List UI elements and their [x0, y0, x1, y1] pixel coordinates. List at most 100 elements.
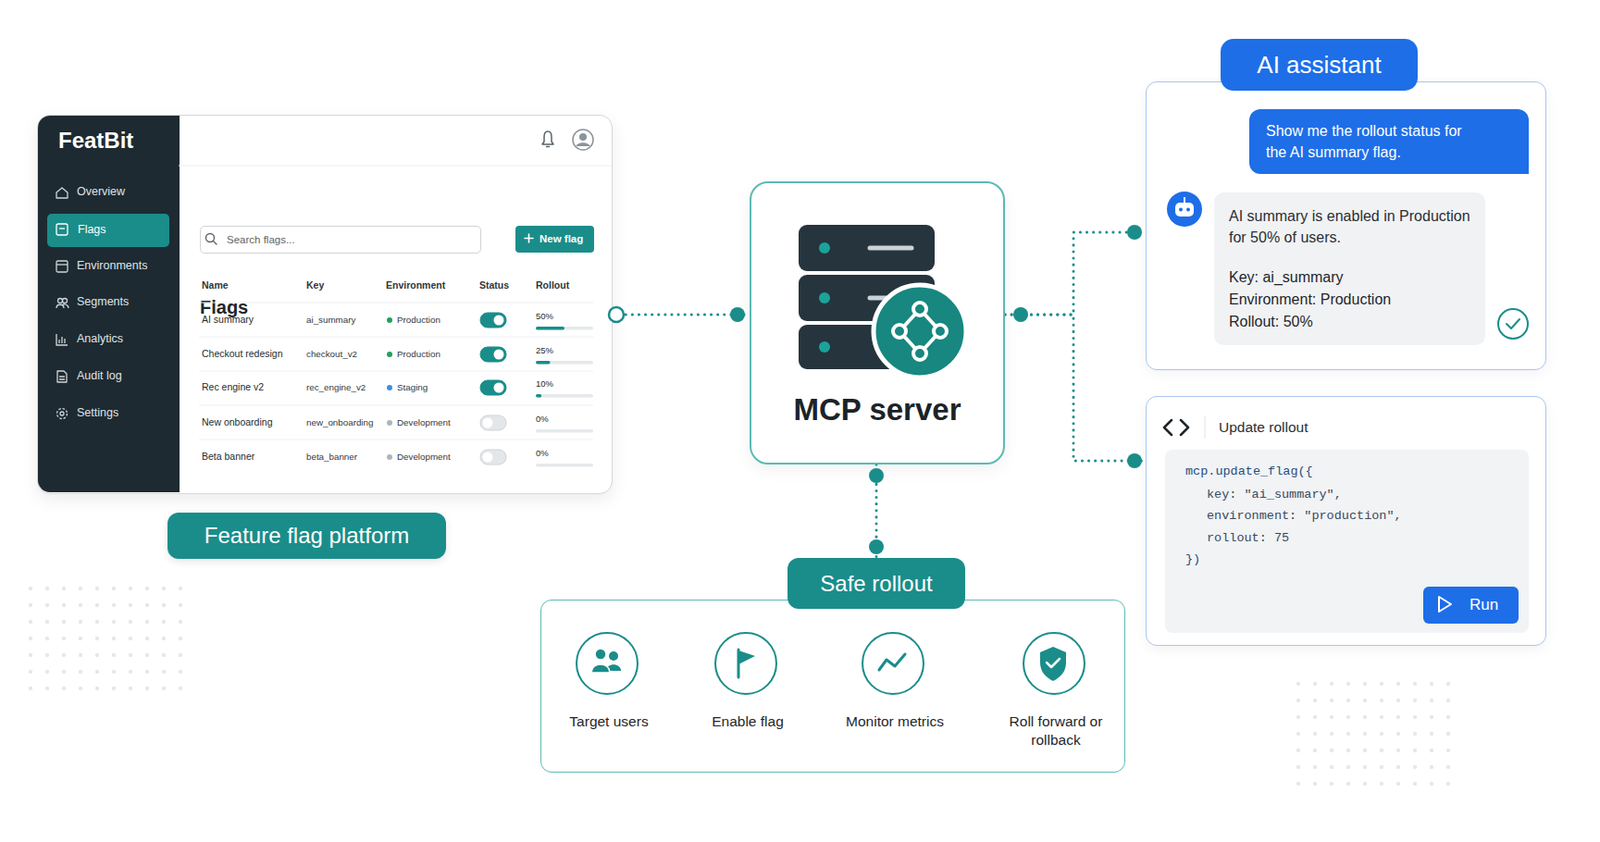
grid-dot	[62, 686, 66, 691]
grid-dot	[1363, 698, 1367, 703]
grid-dot	[128, 653, 133, 658]
step-circle: Roll forward or rollback	[1022, 632, 1086, 695]
grid-dot	[1396, 731, 1401, 736]
assistant-panel: AI assistantShow me the rollout status f…	[1145, 81, 1547, 371]
grid-dot	[145, 586, 149, 591]
grid-dot	[45, 620, 50, 624]
node-text: Show me the rollout status for the AI su…	[1265, 120, 1465, 163]
nav-icon	[56, 260, 68, 273]
grid-dot	[1296, 748, 1301, 753]
node-text: Run	[1469, 595, 1499, 615]
table-label: Key	[306, 279, 324, 292]
grid-dot	[1396, 765, 1401, 769]
grid-dot	[1396, 682, 1401, 686]
grid-dot	[178, 686, 183, 691]
shield-icon	[1040, 646, 1067, 682]
table-label: Analytics	[76, 332, 124, 348]
grid-dot	[161, 686, 166, 691]
grid-dot	[1363, 682, 1367, 686]
table-label: 10%	[535, 378, 554, 390]
grid-dot	[45, 669, 50, 674]
grid-dot	[1346, 748, 1351, 753]
grid-dot	[62, 636, 66, 641]
grid-dot	[1379, 748, 1384, 753]
flag-icon	[738, 650, 756, 665]
connector	[1004, 232, 1146, 315]
grid-dot	[1396, 781, 1401, 786]
environment-dot	[386, 317, 393, 323]
grid-dot	[1313, 698, 1317, 703]
table-label: Environments	[76, 259, 148, 274]
grid-dot	[1429, 698, 1434, 703]
grid-dot	[1429, 781, 1434, 786]
grid-dot	[45, 636, 50, 641]
code-panel: Update rolloutmcp.update_flag({key: "ai_…	[1145, 396, 1547, 646]
grid-dot	[1413, 765, 1417, 769]
grid-dot	[128, 686, 133, 691]
grid-dot	[1296, 731, 1301, 736]
header-divider	[178, 165, 612, 167]
users-icon	[591, 664, 610, 673]
server-led	[818, 292, 831, 304]
connector-dot	[1013, 307, 1029, 323]
flag-icon	[737, 649, 741, 678]
grid-dot	[178, 653, 183, 658]
node-text: Monitor metrics	[830, 712, 960, 732]
row-divider	[198, 336, 594, 338]
step-circle: Enable flag	[714, 632, 778, 695]
grid-dot	[128, 586, 133, 591]
server-icon	[798, 224, 967, 378]
grid-dot	[1346, 715, 1351, 720]
grid-dot	[1329, 731, 1334, 736]
server-slot	[869, 296, 912, 301]
server-unit	[798, 274, 935, 322]
grid-dot	[1363, 748, 1367, 753]
grid-dot	[78, 636, 83, 641]
grid-dot	[161, 669, 166, 674]
grid-dot	[161, 586, 166, 591]
bot-avatar	[1166, 191, 1203, 227]
nav-icon	[56, 187, 68, 199]
table-label: Status	[479, 279, 509, 292]
grid-dot	[28, 653, 33, 658]
nav-icon	[56, 223, 68, 236]
grid-dot	[62, 620, 66, 624]
node-text: Environment: Production	[1228, 288, 1391, 311]
bot-eye	[1186, 208, 1191, 212]
grid-dot	[1446, 698, 1451, 703]
node-text: mcp.update_flag({	[1185, 464, 1314, 481]
node-text: Safe rollout	[787, 558, 966, 609]
nav-icon	[56, 263, 68, 265]
grid-dot	[1379, 781, 1384, 786]
grid-dot	[28, 669, 33, 674]
grid-dot	[111, 603, 116, 608]
grid-dot	[62, 586, 66, 591]
connector-dot	[868, 539, 884, 555]
table-label: Checkout redesign	[201, 347, 284, 360]
environment-dot	[386, 454, 393, 460]
grid-dot	[1429, 682, 1434, 686]
node-text: rollout: 75	[1206, 531, 1290, 547]
grid-dot	[1329, 781, 1334, 786]
table-label: New onboarding	[201, 416, 273, 429]
table-label: 25%	[535, 345, 554, 357]
grid-dot	[1313, 731, 1317, 736]
nav-icon	[56, 304, 69, 309]
search-icon	[213, 241, 218, 246]
grid-dot	[28, 586, 33, 591]
grid-dot	[95, 686, 100, 691]
row-divider	[198, 302, 594, 304]
grid-dot	[145, 653, 149, 658]
table-label: new_onboarding	[306, 417, 373, 429]
grid-dot	[1446, 731, 1451, 736]
grid-dot	[95, 586, 100, 591]
grid-dot	[161, 636, 166, 641]
avatar-icon	[572, 129, 594, 150]
grid-dot	[161, 653, 166, 658]
grid-dot	[1363, 781, 1367, 786]
grid-dot	[1329, 715, 1334, 720]
row-divider	[198, 371, 594, 373]
environment-dot	[386, 420, 393, 426]
node-text: Flags	[77, 223, 107, 238]
